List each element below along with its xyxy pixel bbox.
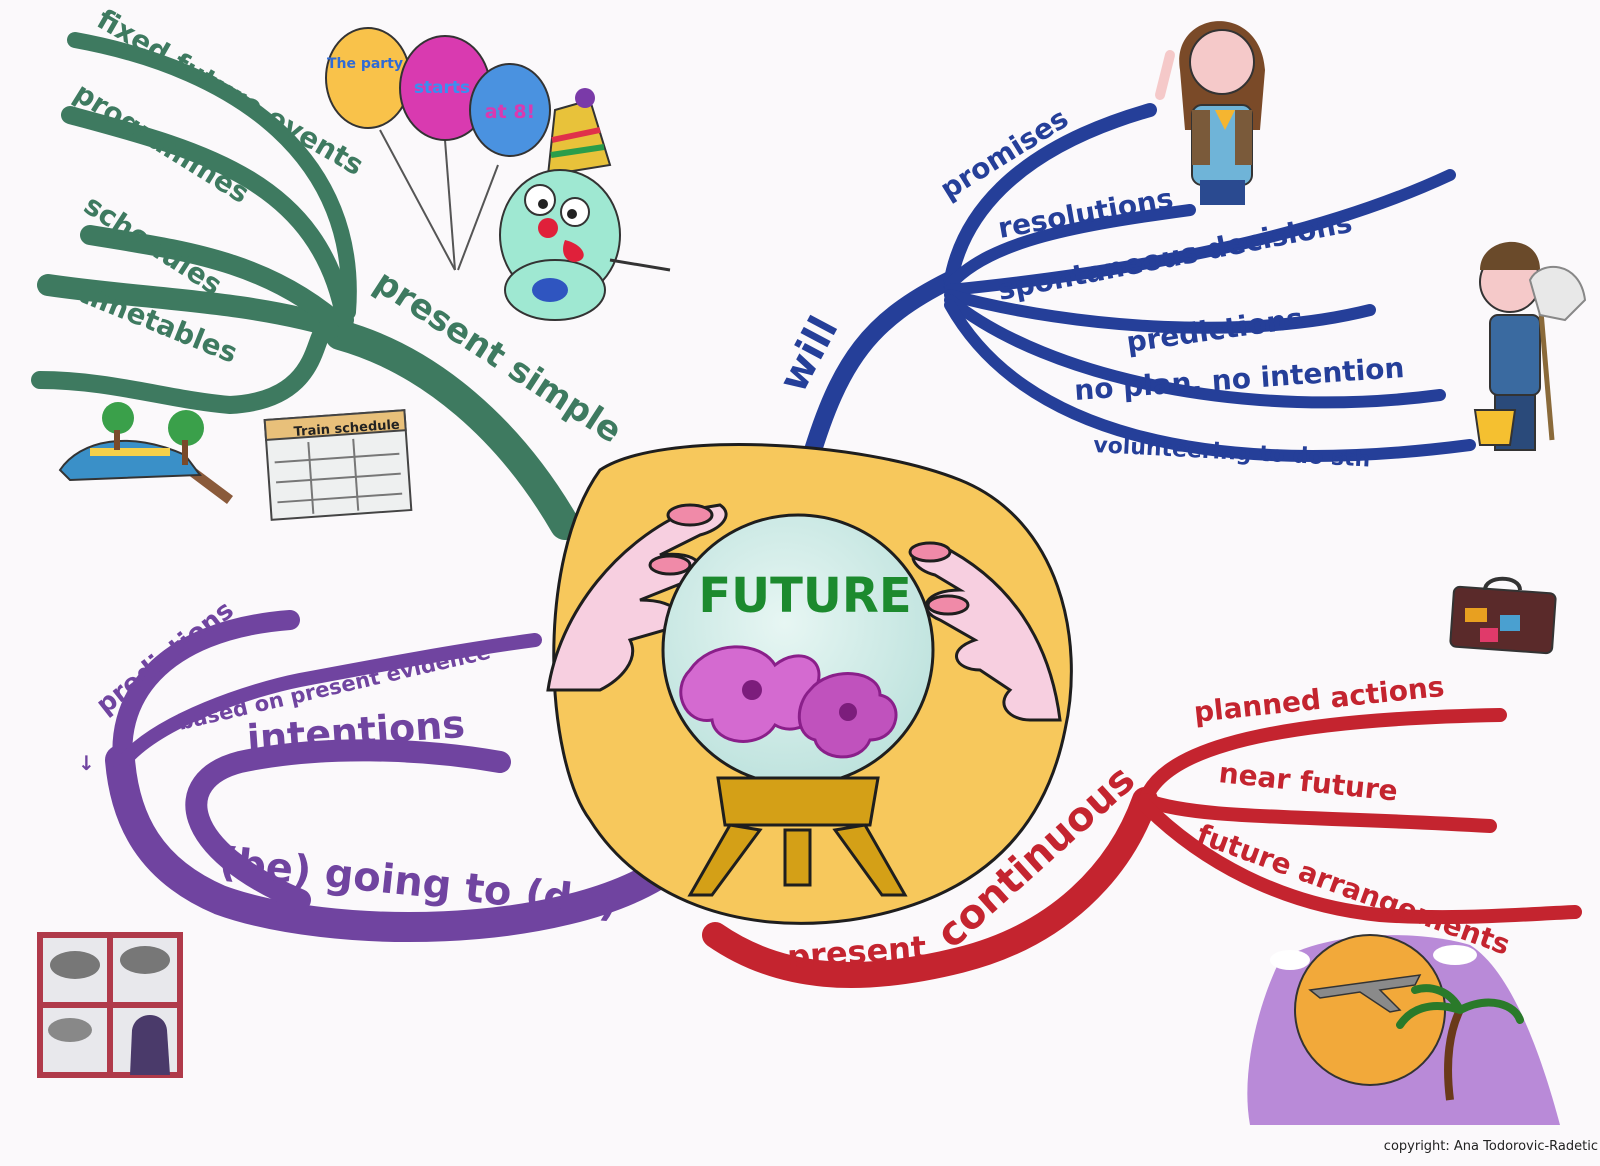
balloon-text-2: starts [414,78,470,98]
item-resolutions: resolutions [995,182,1175,245]
airplane-illustration [1247,934,1560,1125]
flower-illustration [679,645,898,759]
party-monster-illustration [499,88,671,321]
girl-illustration [1155,21,1265,205]
item-near-future: near future [1217,756,1399,808]
balloon-text-3: at 8! [485,101,535,123]
left-hand [546,503,728,692]
suitcase-illustration [1449,576,1557,655]
train-illustration [58,402,233,504]
center-crystal-ball: FUTURE [546,443,1073,925]
train-schedule-illustration: Train schedule [263,409,413,521]
balloons-illustration: The party starts at 8! [325,27,551,271]
item-volunteering: volunteering to do sth [1093,433,1371,472]
arrow-down: ↓ [78,751,95,775]
item-predictions-will: predictions [1124,301,1305,358]
cleaner-illustration [1473,241,1587,451]
window-illustration [37,932,183,1078]
copyright-text: copyright: Ana Todorovic-Radetic [1384,1139,1598,1154]
balloon-text-1: The party [327,56,403,72]
center-title: FUTURE [698,568,911,624]
right-hand [908,541,1062,722]
branch-present-continuous [702,708,1582,988]
ball-stand [687,776,908,897]
branch-going-to [105,610,680,942]
train-schedule-title: Train schedule [293,418,400,440]
branch-present-simple [31,32,580,540]
branch-will [801,103,1476,469]
